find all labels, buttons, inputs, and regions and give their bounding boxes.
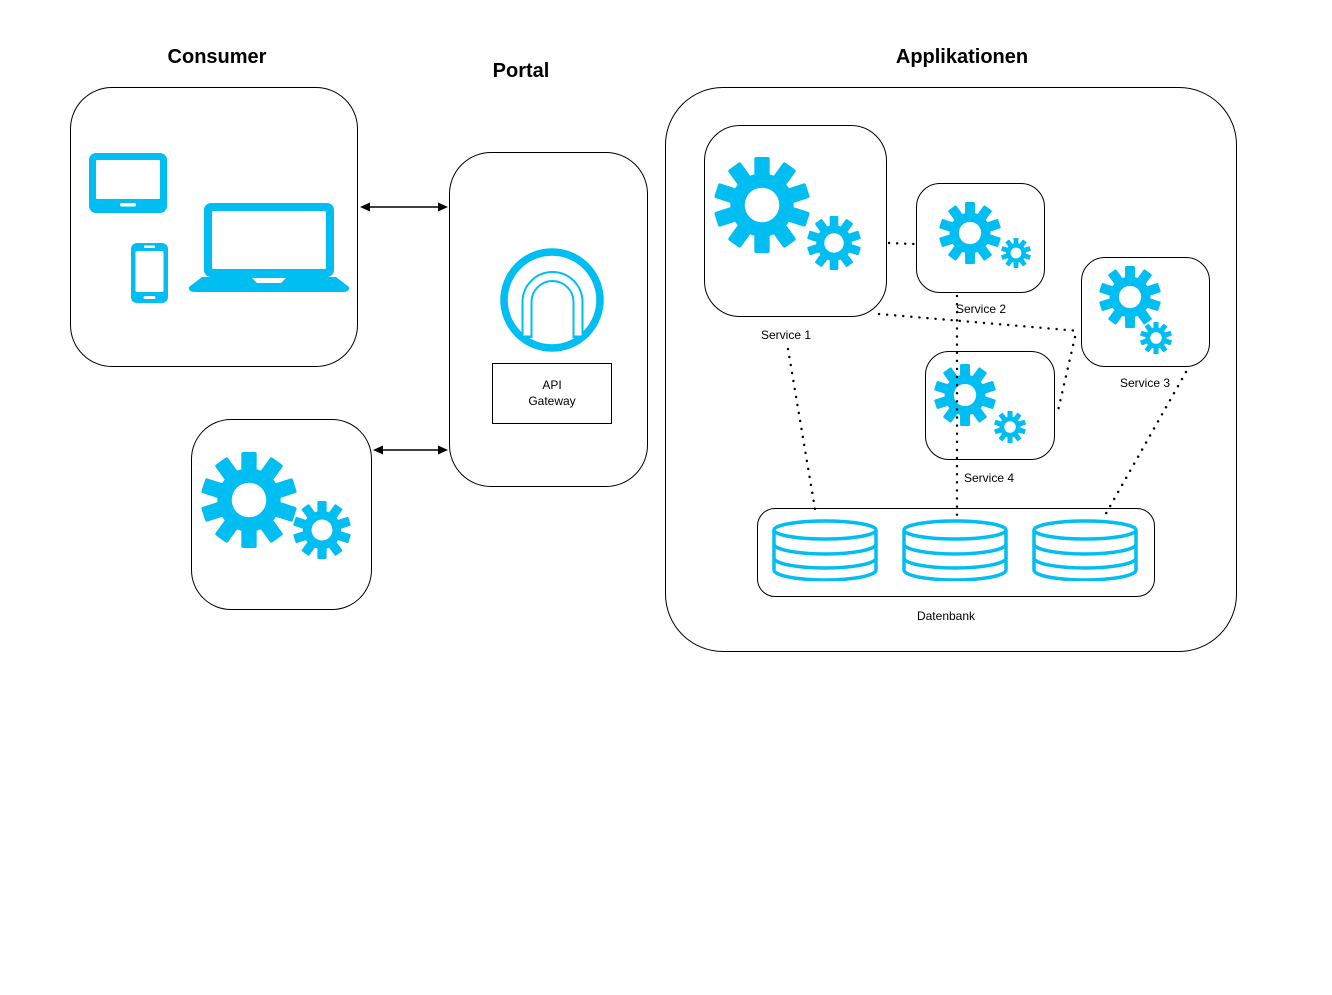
service4-label: Service 4 xyxy=(963,471,1015,485)
consumer-title: Consumer xyxy=(167,46,267,68)
api-gateway-box: API Gateway xyxy=(492,363,612,424)
datenbank-box xyxy=(757,508,1155,597)
service2-label: Service 2 xyxy=(955,302,1007,316)
arrow-consumerapp-portal xyxy=(373,445,448,455)
service3-box xyxy=(1081,257,1210,367)
portal-box xyxy=(449,152,648,487)
service1-label: Service 1 xyxy=(760,328,812,342)
service1-box xyxy=(704,125,887,317)
service2-box xyxy=(916,183,1045,293)
service3-label: Service 3 xyxy=(1119,376,1171,390)
portal-title: Portal xyxy=(492,60,550,82)
api-gateway-label: API Gateway xyxy=(528,377,576,408)
arrow-consumer-portal xyxy=(360,202,448,212)
consumer-devices-box xyxy=(70,87,358,367)
consumer-app-box xyxy=(191,419,372,610)
service4-box xyxy=(925,351,1055,460)
datenbank-label: Datenbank xyxy=(916,609,976,623)
applications-title: Applikationen xyxy=(895,46,1029,68)
